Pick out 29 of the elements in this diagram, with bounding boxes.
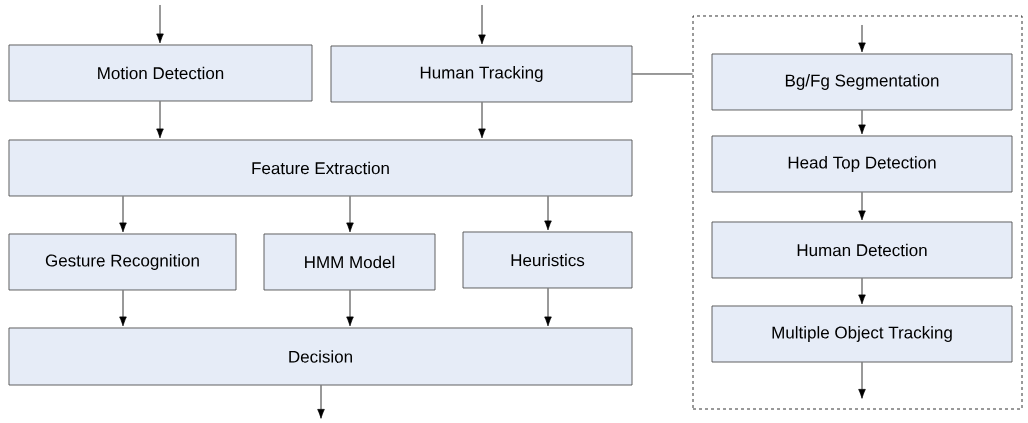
process-box: Human Tracking	[330, 45, 633, 103]
arrow	[119, 196, 127, 233]
arrow	[858, 110, 866, 135]
dashed-group-box	[692, 15, 1023, 410]
arrow	[317, 385, 325, 419]
process-box: Heuristics	[462, 231, 633, 289]
arrow	[156, 101, 164, 139]
process-box: Motion Detection	[8, 44, 313, 102]
process-box: Decision	[8, 327, 633, 386]
process-box: Head Top Detection	[711, 135, 1013, 193]
arrow	[544, 288, 552, 327]
arrow	[478, 102, 486, 139]
process-box: Multiple Object Tracking	[711, 305, 1013, 363]
arrow	[346, 290, 354, 327]
connector-line	[632, 73, 693, 75]
arrow	[858, 192, 866, 221]
arrow	[858, 278, 866, 305]
arrow	[478, 4, 486, 45]
arrow	[119, 290, 127, 327]
process-box: Bg/Fg Segmentation	[711, 53, 1013, 111]
arrow	[544, 196, 552, 231]
process-box: Human Detection	[711, 221, 1013, 279]
process-box: Feature Extraction	[8, 139, 633, 197]
process-box: HMM Model	[263, 233, 436, 291]
arrow	[858, 362, 866, 399]
process-box: Gesture Recognition	[8, 233, 237, 291]
arrow	[156, 4, 164, 44]
arrow	[858, 24, 866, 53]
arrow	[346, 196, 354, 233]
